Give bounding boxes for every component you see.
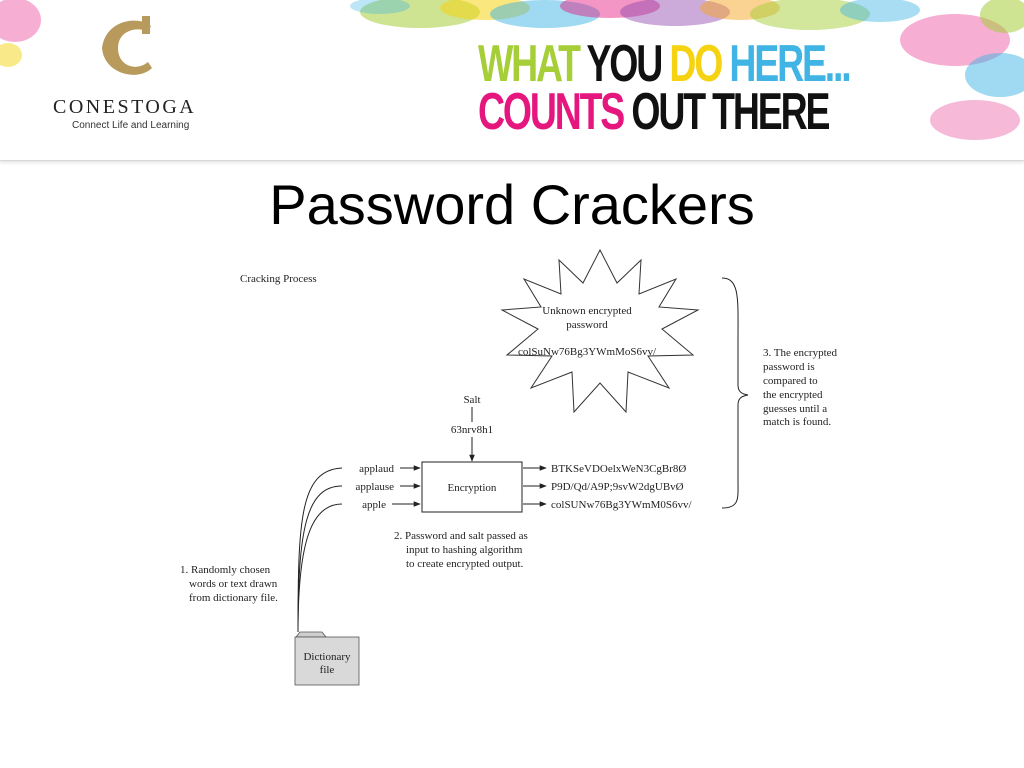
unknown-password-starburst xyxy=(500,248,700,414)
word-apple: apple xyxy=(362,499,386,511)
diagram-heading: Cracking Process xyxy=(240,273,317,285)
note-3: 3. The encrypted xyxy=(763,347,838,359)
word-applaud: applaud xyxy=(359,463,394,475)
cracking-process-diagram: Cracking Process Unknown encrypted passw… xyxy=(180,248,838,686)
comparison-brace xyxy=(721,277,749,509)
slogan-word: COUNTS xyxy=(478,83,625,141)
note-1: 1. Randomly chosen xyxy=(180,564,271,576)
note-3: compared to xyxy=(763,375,818,387)
note-3: guesses until a xyxy=(763,403,827,415)
encryption-label: Encryption xyxy=(448,482,497,494)
note-1: words or text drawn xyxy=(189,578,278,590)
paint-splash-decoration xyxy=(0,0,1024,140)
note-2: to create encrypted output. xyxy=(406,558,524,570)
dictionary-label-line-1: Dictionary xyxy=(303,651,351,663)
slide-title: Password Crackers xyxy=(269,173,755,236)
dictionary-file-icon xyxy=(294,631,360,686)
slogan-word: HERE... xyxy=(729,35,851,93)
logo-tagline: Connect Life and Learning xyxy=(72,120,190,131)
output-hash: colSUNw76Bg3YWmM0S6vv/ xyxy=(551,499,693,511)
slogan-line-2: COUNTS OUT THERE xyxy=(478,83,830,141)
header-banner: CONESTOGA Connect Life and Learning WHAT… xyxy=(0,0,1024,161)
note-3: the encrypted xyxy=(763,389,823,401)
dictionary-label-line-2: file xyxy=(320,664,335,676)
slogan-word: YOU xyxy=(586,35,663,93)
slogan-line-1: WHAT YOU DO HERE... xyxy=(478,35,852,93)
unknown-label-line-1: Unknown encrypted xyxy=(542,305,632,317)
word-applause: applause xyxy=(356,481,395,493)
note-2: input to hashing algorithm xyxy=(406,544,523,556)
note-3: match is found. xyxy=(763,416,831,428)
unknown-label-line-2: password xyxy=(566,319,608,331)
salt-label: Salt xyxy=(463,394,480,406)
unknown-hash: colSuNw76Bg3YWmMoS6vv/ xyxy=(518,346,657,358)
note-2: 2. Password and salt passed as xyxy=(394,530,528,542)
note-1: from dictionary file. xyxy=(189,592,278,604)
conestoga-c-icon xyxy=(102,16,152,75)
slogan-word: WHAT xyxy=(478,35,581,93)
salt-value: 63nrv8h1 xyxy=(451,424,493,436)
encryption-box xyxy=(421,461,523,513)
slogan-word: DO xyxy=(669,35,723,93)
output-hash: BTKSeVDOelxWeN3CgBr8Ø xyxy=(551,463,686,475)
logo-name: CONESTOGA xyxy=(53,96,197,118)
note-3: password is xyxy=(763,361,815,373)
output-hash: P9D/Qd/A9P;9svW2dgUBvØ xyxy=(551,481,684,493)
slogan-word: OUT THERE xyxy=(631,83,830,141)
